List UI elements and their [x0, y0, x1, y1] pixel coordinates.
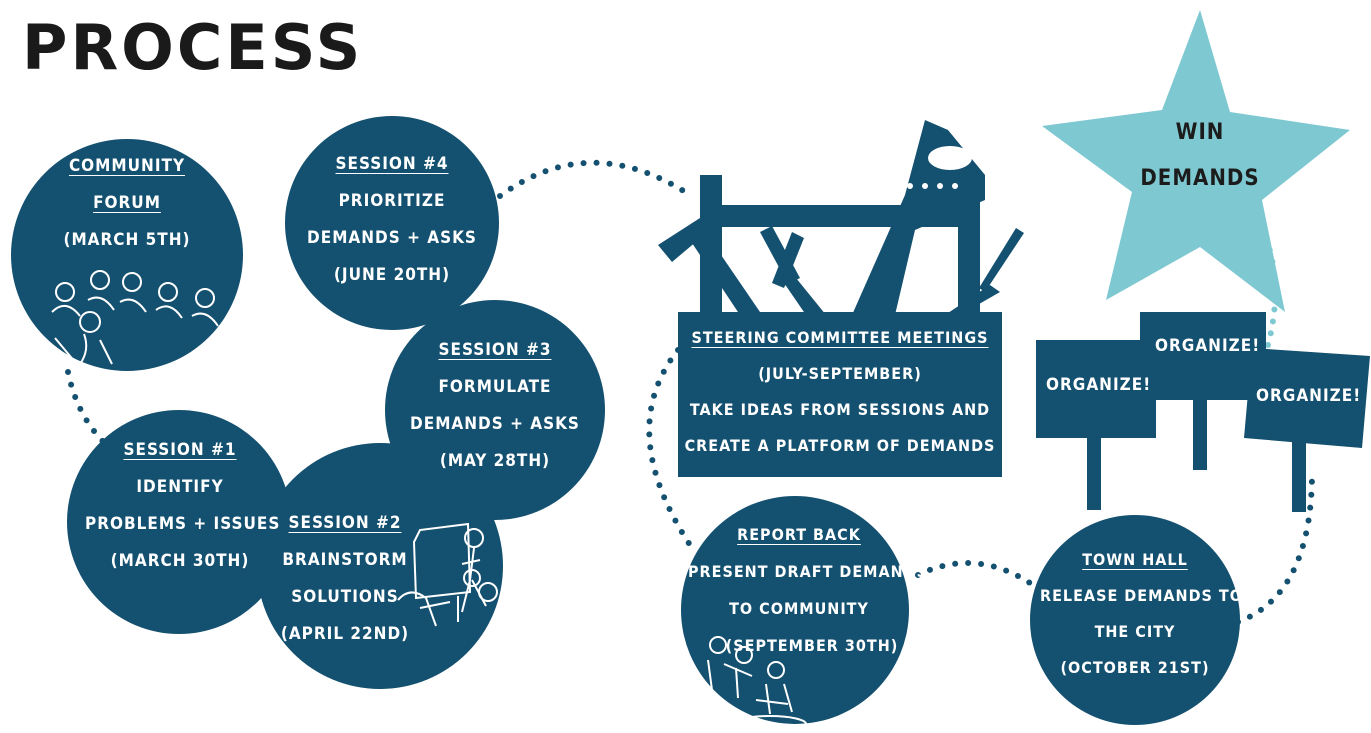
- session2-date: (APRIL 22ND): [275, 616, 415, 653]
- forum-title-line2: FORUM: [52, 185, 202, 222]
- steering-line1: TAKE IDEAS FROM SESSIONS AND: [678, 392, 1002, 428]
- session2-line2: SOLUTIONS: [275, 579, 415, 616]
- connector-s4-toolbox: [500, 163, 690, 196]
- town-title: TOWN HALL: [1040, 542, 1230, 578]
- session1-title: SESSION #1: [85, 432, 275, 469]
- steering-text: STEERING COMMITTEE MEETINGS (JULY-SEPTEM…: [678, 320, 1002, 464]
- forum-text: COMMUNITY FORUM (MARCH 5TH): [52, 148, 202, 259]
- session3-line2: DEMANDS + ASKS: [405, 406, 585, 443]
- session2-text: SESSION #2 BRAINSTORM SOLUTIONS (APRIL 2…: [275, 505, 415, 653]
- session3-text: SESSION #3 FORMULATE DEMANDS + ASKS (MAY…: [405, 332, 585, 480]
- session1-line1: IDENTIFY: [85, 469, 275, 506]
- steering-title: STEERING COMMITTEE MEETINGS: [678, 320, 1002, 356]
- town-line2: THE CITY: [1040, 614, 1230, 650]
- steering-date: (JULY-SEPTEMBER): [678, 356, 1002, 392]
- session4-text: SESSION #4 PRIORITIZE DEMANDS + ASKS (JU…: [302, 146, 482, 294]
- star-line2: DEMANDS: [1130, 156, 1270, 202]
- session1-text: SESSION #1 IDENTIFY PROBLEMS + ISSUES (M…: [85, 432, 275, 580]
- star-text: WIN DEMANDS: [1130, 110, 1270, 202]
- connector-report-town: [918, 563, 1040, 590]
- session1-date: (MARCH 30TH): [85, 543, 275, 580]
- sign-3-label: ORGANIZE!: [1256, 386, 1361, 406]
- screwdriver-icon: [945, 228, 1024, 315]
- session3-date: (MAY 28TH): [405, 443, 585, 480]
- session2-line1: BRAINSTORM: [275, 542, 415, 579]
- town-line1: RELEASE DEMANDS TO: [1040, 578, 1230, 614]
- sign-1-label: ORGANIZE!: [1046, 375, 1151, 395]
- report-text: REPORT BACK PRESENT DRAFT DEMANDS TO COM…: [688, 516, 910, 664]
- session3-line1: FORMULATE: [405, 369, 585, 406]
- report-date: (SEPTEMBER 30TH): [688, 627, 910, 664]
- sign-2: [1140, 312, 1266, 400]
- town-text: TOWN HALL RELEASE DEMANDS TO THE CITY (O…: [1040, 542, 1230, 686]
- pliers-icon: [760, 226, 826, 315]
- forum-title-line1: COMMUNITY: [52, 148, 202, 185]
- report-line2: TO COMMUNITY: [688, 590, 910, 627]
- session4-date: (JUNE 20TH): [302, 257, 482, 294]
- session1-line2: PROBLEMS + ISSUES: [85, 506, 275, 543]
- forum-date: (MARCH 5TH): [52, 222, 202, 259]
- town-date: (OCTOBER 21ST): [1040, 650, 1230, 686]
- report-title: REPORT BACK: [688, 516, 910, 553]
- star-line1: WIN: [1130, 110, 1270, 156]
- session2-title: SESSION #2: [275, 505, 415, 542]
- session4-line2: DEMANDS + ASKS: [302, 220, 482, 257]
- report-line1: PRESENT DRAFT DEMANDS: [688, 553, 910, 590]
- page-title: PROCESS: [22, 10, 363, 86]
- session4-title: SESSION #4: [302, 146, 482, 183]
- session4-line1: PRIORITIZE: [302, 183, 482, 220]
- steering-line2: CREATE A PLATFORM OF DEMANDS: [678, 428, 1002, 464]
- session3-title: SESSION #3: [405, 332, 585, 369]
- sign-2-label: ORGANIZE!: [1155, 336, 1260, 356]
